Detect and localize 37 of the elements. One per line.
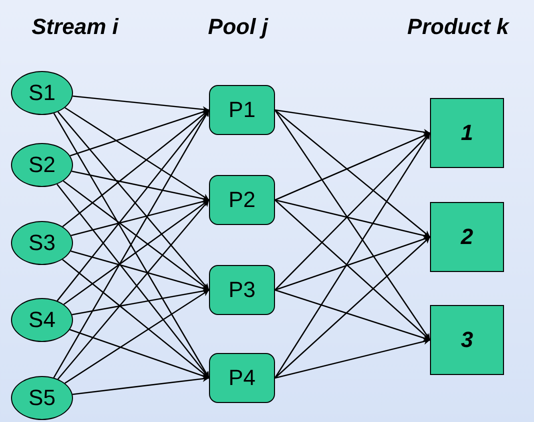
arrow xyxy=(274,236,430,378)
arrow xyxy=(72,95,210,113)
stream-ellipse: S3 xyxy=(11,221,73,265)
arrow xyxy=(274,200,430,340)
arrow xyxy=(72,170,210,202)
product-box: 3 xyxy=(430,305,504,375)
arrow xyxy=(274,236,430,291)
arrow xyxy=(274,132,430,290)
arrow xyxy=(274,199,430,239)
arrow xyxy=(72,376,210,395)
arrow xyxy=(274,338,430,379)
stream-ellipse: S4 xyxy=(11,298,73,342)
stream-ellipse: S5 xyxy=(11,376,73,420)
stream-ellipse: S2 xyxy=(11,143,73,187)
column-heading: Stream i xyxy=(32,14,118,40)
arrow xyxy=(62,180,210,291)
product-box: 2 xyxy=(430,202,504,272)
arrow xyxy=(274,109,430,136)
pool-box: P2 xyxy=(209,175,275,225)
column-heading: Pool j xyxy=(208,14,268,40)
stream-ellipse: S1 xyxy=(11,71,73,115)
arrow xyxy=(274,110,430,238)
arrow xyxy=(64,107,210,201)
arrow xyxy=(62,110,210,228)
arrow xyxy=(64,289,210,384)
arrow xyxy=(62,259,210,378)
arrow xyxy=(274,289,430,342)
pool-box: P4 xyxy=(209,353,275,403)
arrow xyxy=(72,288,210,316)
arrow xyxy=(274,110,431,340)
arrow xyxy=(274,132,430,201)
arrow xyxy=(274,132,431,378)
column-heading: Product k xyxy=(407,14,509,40)
product-box: 1 xyxy=(430,98,504,168)
pool-box: P1 xyxy=(209,85,275,135)
pool-box: P3 xyxy=(209,265,275,315)
arrow xyxy=(63,199,210,305)
